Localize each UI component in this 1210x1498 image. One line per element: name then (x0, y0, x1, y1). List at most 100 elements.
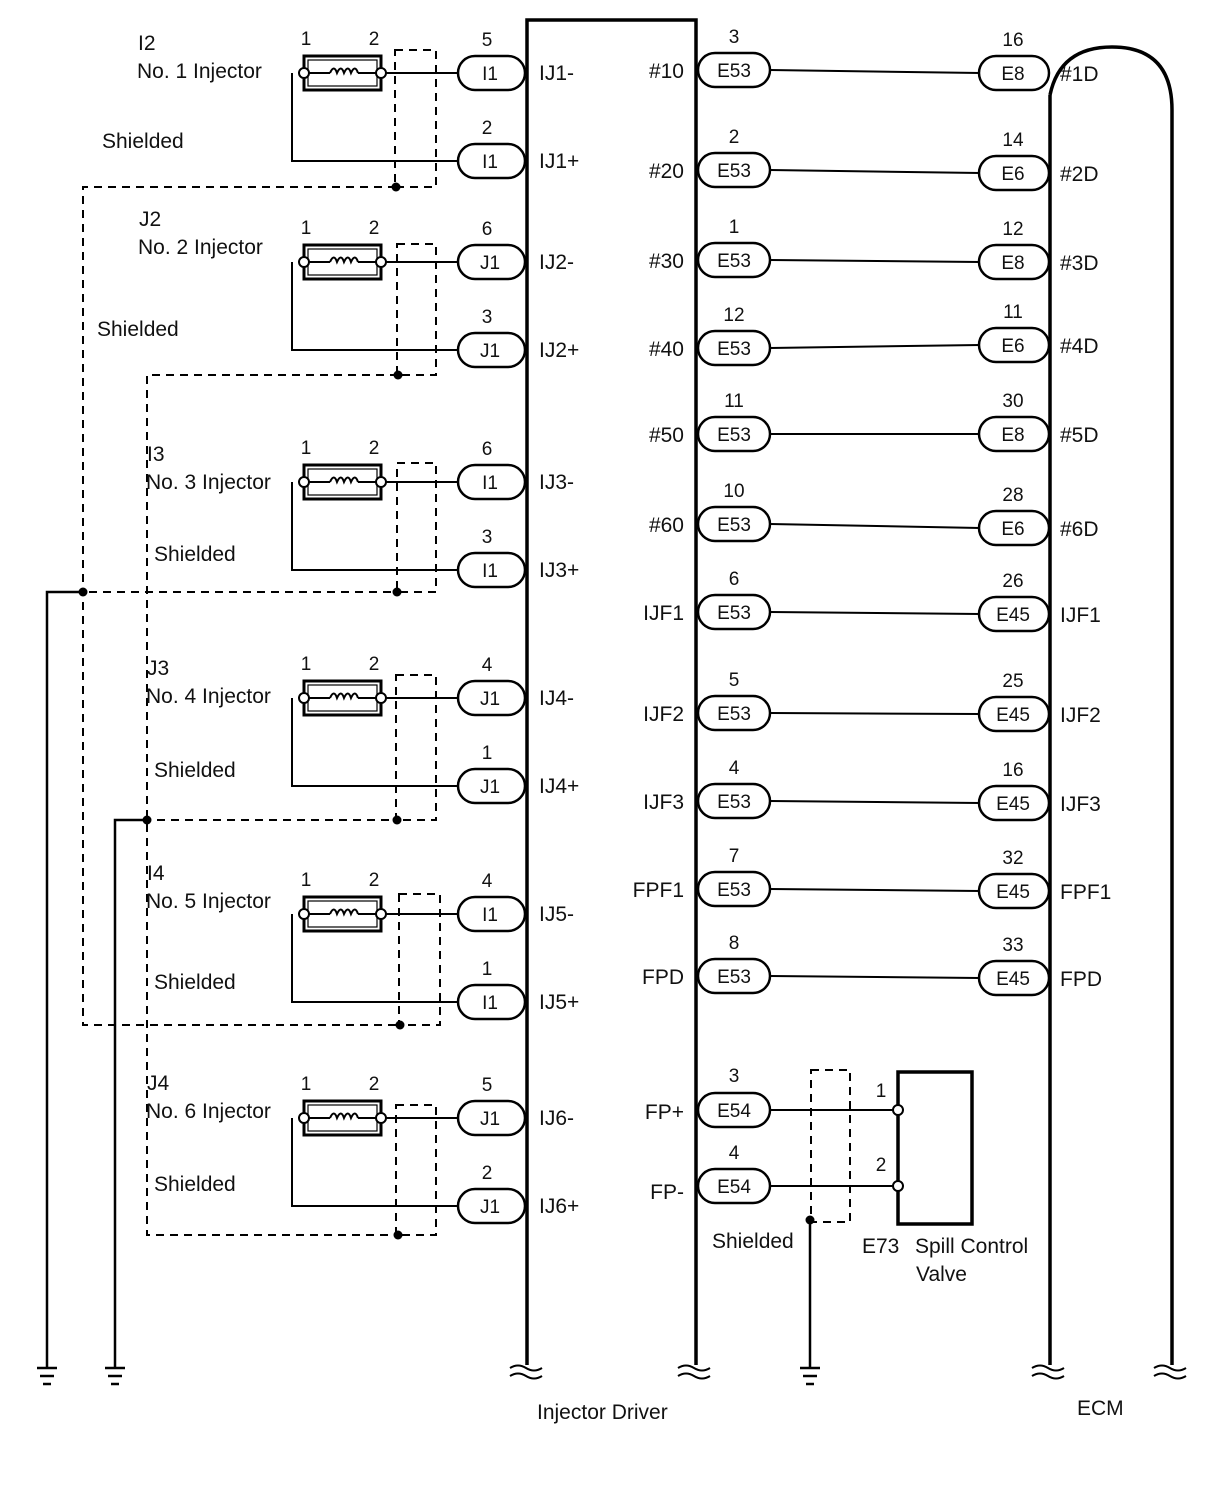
connector-label: E53 (717, 251, 751, 272)
shield-box (395, 1104, 437, 1236)
valve-pin-number: 1 (876, 1081, 887, 1102)
connector-i1-bottom (456, 551, 527, 589)
shielded-label: Shielded (97, 318, 179, 341)
injector-driver-box (525, 18, 698, 1365)
injector-terminal-1 (298, 67, 310, 79)
connector-e8 (977, 54, 1051, 92)
connector-label: E54 (717, 1177, 751, 1198)
coil-pin-number: 2 (369, 218, 380, 239)
signal-label-minus: IJ5- (539, 903, 574, 926)
pin-number: 11 (1003, 302, 1023, 323)
driver-signal-label: IJF2 (643, 703, 684, 726)
pin-number: 5 (729, 670, 740, 691)
shield-dot (393, 1230, 403, 1240)
connector-j1-top (456, 1099, 527, 1137)
ecm-signal-label: IJF3 (1060, 793, 1101, 816)
spill-valve-body (896, 1070, 974, 1226)
pin-number: 2 (482, 1163, 493, 1184)
coil-pin-number: 1 (301, 1074, 312, 1095)
shield-box (398, 893, 441, 1026)
injector-name: No. 5 Injector (146, 890, 271, 913)
plus-wire (291, 262, 458, 351)
connector-e54-fp-minus (696, 1167, 772, 1205)
pin-number: 6 (729, 569, 740, 590)
coil-winding-icon (329, 1112, 359, 1121)
pin-number: 1 (482, 959, 493, 980)
ecm-signal-label: #1D (1060, 63, 1099, 86)
connector-e45 (977, 784, 1051, 822)
injector-terminal-1 (298, 908, 310, 920)
connector-label: J1 (480, 1109, 500, 1130)
pin-number: 12 (723, 305, 744, 326)
link-wire (769, 344, 981, 349)
coil-winding-icon (329, 476, 359, 485)
shield-box (396, 243, 437, 376)
pin-number: 30 (1002, 391, 1023, 412)
connector-label: J1 (480, 341, 500, 362)
signal-label-minus: IJ1- (539, 62, 574, 85)
shielded-label: Shielded (154, 1173, 236, 1196)
shield-dot (395, 1020, 405, 1030)
pin-number: 2 (482, 118, 493, 139)
connector-e53 (696, 957, 772, 995)
shielded-label: Shielded (154, 759, 236, 782)
link-wire (769, 888, 981, 892)
ground-icon (105, 1366, 125, 1386)
connector-label: E53 (717, 967, 751, 988)
ecm-signal-label: FPF1 (1060, 881, 1111, 904)
injector-name: No. 4 Injector (146, 685, 271, 708)
shielded-label: Shielded (102, 130, 184, 153)
connector-e45 (977, 872, 1051, 910)
connector-i1-top (456, 895, 527, 933)
shielded-label: Shielded (154, 543, 236, 566)
coil-pin-number: 1 (301, 438, 312, 459)
pin-number: 3 (482, 527, 493, 548)
injector-terminal-2 (375, 1112, 387, 1124)
coil-winding-icon (329, 256, 359, 265)
connector-label: E6 (1001, 519, 1024, 540)
signal-label-minus: IJ4- (539, 687, 574, 710)
injector-name: No. 2 Injector (138, 236, 263, 259)
injector-code: J3 (147, 657, 169, 680)
pin-number: 3 (482, 307, 493, 328)
ecm-signal-label: IJF2 (1060, 704, 1101, 727)
ecm-box (1048, 45, 1174, 1365)
link-wire (769, 523, 981, 529)
pin-number: 1 (729, 217, 740, 238)
pin-number: 11 (724, 391, 744, 412)
driver-signal-label: #50 (649, 424, 684, 447)
injector-terminal-2 (375, 67, 387, 79)
connector-e8 (977, 243, 1051, 281)
signal-label-minus: IJ2- (539, 251, 574, 274)
pin-number: 7 (729, 846, 740, 867)
connector-label: J1 (480, 253, 500, 274)
connector-i1-bottom (456, 142, 527, 180)
shield-box (394, 49, 437, 188)
link-wire (769, 712, 981, 715)
connector-label: E8 (1001, 64, 1024, 85)
pin-number: 3 (729, 1066, 740, 1087)
injector-terminal-1 (298, 692, 310, 704)
connector-label: E8 (1001, 425, 1024, 446)
driver-signal-label: #30 (649, 250, 684, 273)
signal-label-plus: IJ2+ (539, 339, 579, 362)
shield-dot (392, 587, 402, 597)
connector-j1-bottom (456, 1187, 527, 1225)
pin-number: 12 (1002, 219, 1023, 240)
connector-e53 (696, 241, 772, 279)
coil-pin-number: 2 (369, 870, 380, 891)
connector-label: I1 (482, 152, 498, 173)
shield-dot (393, 370, 403, 380)
pin-number: 5 (482, 30, 493, 51)
injector-name: No. 6 Injector (146, 1100, 271, 1123)
injector-driver-label: Injector Driver (537, 1401, 668, 1424)
signal-label-minus: IJ3- (539, 471, 574, 494)
